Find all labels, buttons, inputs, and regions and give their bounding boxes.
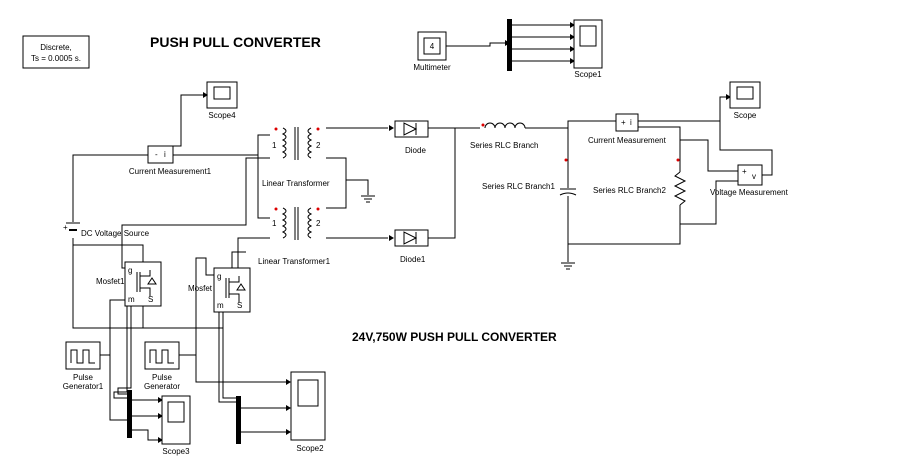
- pulse-gen-line2: Generator: [144, 382, 180, 391]
- current-measurement1-block[interactable]: - i Current Measurement1: [129, 145, 212, 176]
- linear-transformer1-block[interactable]: 1 2 Linear Transformer1: [258, 207, 331, 266]
- pulse-gen-line1: Pulse: [152, 373, 173, 382]
- mosfet-s: S: [237, 301, 242, 310]
- series-rlc-branch-block[interactable]: Series RLC Branch: [470, 122, 538, 150]
- scope3-label: Scope3: [162, 447, 190, 456]
- mosfet-m: m: [217, 301, 224, 310]
- voltage-measurement-block[interactable]: + v Voltage Measurement: [710, 164, 789, 197]
- cm1-minus: -: [155, 150, 158, 159]
- dc-voltage-source[interactable]: + DC Voltage Source: [63, 222, 150, 238]
- pulse-gen1-line2: Generator1: [63, 382, 104, 391]
- pulse-generator1-block[interactable]: Pulse Generator1: [63, 341, 104, 391]
- series-rlc-branch1-label: Series RLC Branch1: [482, 182, 555, 191]
- dc-voltage-source-label: DC Voltage Source: [81, 229, 150, 238]
- diode1-label: Diode1: [400, 255, 426, 264]
- multimeter-block[interactable]: 4 Multimeter: [413, 31, 451, 72]
- diode-block[interactable]: Diode: [394, 120, 429, 155]
- series-rlc-branch1-block[interactable]: Series RLC Branch1: [482, 158, 577, 196]
- cm-i: i: [630, 118, 632, 127]
- series-rlc-branch2-label: Series RLC Branch2: [593, 186, 666, 195]
- linear-transformer1-label: Linear Transformer1: [258, 257, 331, 266]
- linear-transformer-label: Linear Transformer: [262, 179, 330, 188]
- powergui-line2: Ts = 0.0005 s.: [31, 54, 81, 63]
- lt-winding-2: 2: [316, 141, 321, 150]
- multimeter-value: 4: [430, 42, 435, 51]
- scope1-label: Scope1: [574, 70, 602, 79]
- lt-winding-1: 1: [272, 141, 277, 150]
- voltage-measurement-label: Voltage Measurement: [710, 188, 789, 197]
- dc-plus: +: [63, 223, 68, 232]
- linear-transformer-block[interactable]: 1 2 Linear Transformer: [262, 124, 330, 188]
- current-measurement1-label: Current Measurement1: [129, 167, 212, 176]
- lt1-winding-1: 1: [272, 219, 277, 228]
- scope4-label: Scope4: [208, 111, 236, 120]
- ground-symbol-2: [561, 262, 575, 270]
- scope3-block[interactable]: Scope3: [161, 395, 191, 456]
- vm-v: v: [752, 172, 756, 181]
- pulse-gen1-line1: Pulse: [73, 373, 94, 382]
- mosfet1-label: Mosfet1: [96, 277, 125, 286]
- mosfet-label: Mosfet: [188, 284, 213, 293]
- scope2-label: Scope2: [296, 444, 324, 453]
- diagram-subtitle: 24V,750W PUSH PULL CONVERTER: [352, 330, 557, 344]
- multimeter-label: Multimeter: [413, 63, 451, 72]
- mosfet-block[interactable]: g m S Mosfet: [188, 267, 251, 313]
- mosfet1-s: S: [148, 295, 153, 304]
- current-measurement-label: Current Measurement: [588, 136, 667, 145]
- series-rlc-branch-label: Series RLC Branch: [470, 141, 538, 150]
- mosfet1-block[interactable]: g m S Mosfet1: [96, 261, 162, 307]
- cm1-i: i: [164, 150, 166, 159]
- demux-bar-scope2: [236, 396, 241, 444]
- pulse-generator-block[interactable]: Pulse Generator: [144, 341, 180, 391]
- ground-symbol-1: [361, 195, 375, 203]
- mosfet1-m: m: [128, 295, 135, 304]
- powergui-block[interactable]: Discrete, Ts = 0.0005 s.: [22, 35, 90, 69]
- lt1-winding-2: 2: [316, 219, 321, 228]
- scope4-block[interactable]: Scope4: [206, 81, 238, 120]
- demux-bar: [507, 19, 512, 71]
- diode-label: Diode: [405, 146, 426, 155]
- scope-block[interactable]: Scope: [729, 81, 761, 120]
- scope-label: Scope: [734, 111, 757, 120]
- cm-plus: +: [621, 118, 626, 127]
- mosfet-g: g: [217, 272, 221, 281]
- diode1-block[interactable]: Diode1: [394, 229, 429, 264]
- scope2-block[interactable]: Scope2: [290, 371, 326, 453]
- vm-plus: +: [742, 167, 747, 176]
- powergui-line1: Discrete,: [40, 43, 72, 52]
- series-rlc-branch2-block[interactable]: Series RLC Branch2: [593, 158, 687, 206]
- demux-bar-scope3: [127, 390, 132, 438]
- mosfet1-g: g: [128, 266, 132, 275]
- scope1-block[interactable]: Scope1: [573, 19, 603, 79]
- diagram-title: PUSH PULL CONVERTER: [150, 34, 321, 50]
- current-measurement-block[interactable]: + i Current Measurement: [588, 113, 667, 145]
